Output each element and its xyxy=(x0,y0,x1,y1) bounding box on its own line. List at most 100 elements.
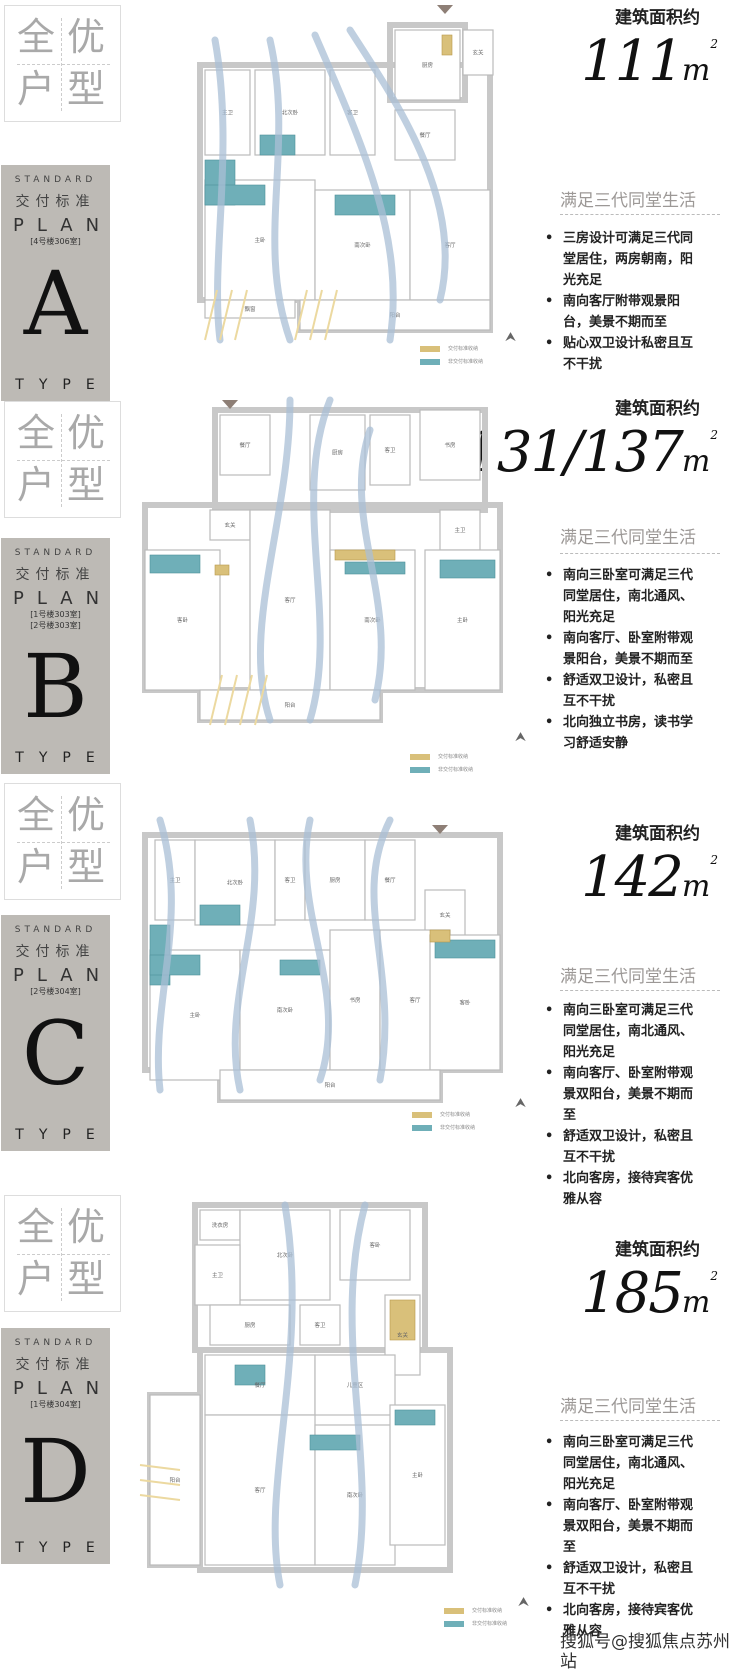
standard-label: STANDARD xyxy=(14,1338,97,1348)
airflow-arrow xyxy=(256,396,294,724)
type-letter: C xyxy=(21,1002,90,1105)
floor-plan: 主卫北次卧客卫厨房餐厅玄关主卧南次卧书房客厅客卧阳台 xyxy=(142,816,503,1103)
area-value: 185m2 xyxy=(581,1266,718,1322)
storage-legend: 交付标准收纳 非交付标准收纳 xyxy=(410,750,473,776)
storage-non-delivered xyxy=(149,954,201,976)
storage-delivered xyxy=(429,929,451,943)
feature-list: 三房设计可满足三代同堂居住，两房朝南，阳光充足南向客厅附带观景阳台，美景不期而至… xyxy=(545,228,710,375)
plan-label: PLAN xyxy=(13,1378,113,1399)
room-label: 客卫 xyxy=(284,876,296,884)
room-label: 客厅 xyxy=(444,241,456,249)
badge-char: 优 xyxy=(67,411,106,455)
delivery-standard-label: 交付标准 xyxy=(15,944,96,960)
floor-plan: 洗衣房北次卧客卧主卫厨房客卫玄关餐厅儿童区客厅南次卧主卧阳台 xyxy=(139,1201,453,1589)
area-number: 131/137 xyxy=(463,420,684,485)
room-label: 餐厅 xyxy=(419,131,431,139)
area-label: 建筑面积约 xyxy=(615,399,700,419)
storage-non-delivered xyxy=(234,1364,266,1386)
airflow-arrow xyxy=(302,816,332,1084)
airflow-arrow xyxy=(271,1201,296,1589)
type-letter: A xyxy=(23,252,88,355)
type-panel: STANDARD 交付标准 PLAN [4号楼306室] A TYPE xyxy=(1,165,110,401)
storage-non-delivered xyxy=(199,904,241,926)
area-value: 131/137m2 xyxy=(463,425,718,481)
north-arrow-icon: ⮝ xyxy=(515,730,527,745)
room xyxy=(204,1414,316,1566)
room-label: 客厅 xyxy=(254,1486,266,1494)
room-label: 南次卧 xyxy=(364,616,381,624)
area-value: 111m2 xyxy=(581,34,718,90)
standard-label: STANDARD xyxy=(14,925,97,935)
room-label: 书房 xyxy=(444,441,456,449)
room-label: 客卫 xyxy=(314,1321,326,1329)
room xyxy=(194,1244,241,1306)
area-label: 建筑面积约 xyxy=(615,8,700,28)
room xyxy=(154,839,196,921)
entrance-marker-icon xyxy=(437,5,453,14)
room-label: 客卧 xyxy=(177,616,189,624)
feature-item: 南向客厅、卧室附带观景阳台，美景不期而至 xyxy=(545,628,695,670)
room-label: 主卧 xyxy=(189,1011,201,1019)
badge-char: 户 xyxy=(17,1257,56,1301)
room-label: 北次卧 xyxy=(282,109,299,117)
type-panel: STANDARD 交付标准 PLAN [1号楼304室] D TYPE xyxy=(1,1328,110,1564)
room xyxy=(409,189,491,301)
badge-full-quality-unit: 全 优 户 型 xyxy=(4,401,121,518)
room-label: 客卧 xyxy=(459,999,471,1007)
area-unit: m xyxy=(681,1285,711,1320)
type-label: TYPE xyxy=(15,750,110,766)
room-label: 厨房 xyxy=(244,1321,256,1329)
room xyxy=(299,1304,341,1346)
feature-item: 三房设计可满足三代同堂居住，两房朝南，阳光充足 xyxy=(545,228,695,291)
room xyxy=(219,414,271,476)
storage-non-delivered xyxy=(149,554,201,574)
feature-list: 南向三卧室可满足三代同堂居住，南北通风、阳光充足南向客厅、卧室附带观景双阳台，美… xyxy=(545,1000,710,1210)
room-label: 玄关 xyxy=(397,1331,409,1339)
room-label: 客卧 xyxy=(369,1241,381,1249)
room xyxy=(329,929,381,1071)
dashed-divider xyxy=(560,553,720,554)
room-label: 北次卧 xyxy=(227,879,244,887)
room-label: 玄关 xyxy=(472,49,484,57)
badge-char: 全 xyxy=(17,793,56,837)
room-label: 主卫 xyxy=(454,526,466,534)
storage-non-delivered xyxy=(204,184,266,206)
area-unit: m xyxy=(681,53,711,88)
feature-heading: 满足三代同堂生活 xyxy=(560,1397,696,1417)
airflow-arrow xyxy=(346,26,449,304)
badge-char: 全 xyxy=(17,1205,56,1249)
badge-char: 型 xyxy=(67,1257,106,1301)
storage-non-delivered xyxy=(279,959,321,976)
area-label: 建筑面积约 xyxy=(615,824,700,844)
unit-reference: [2号楼303室] xyxy=(30,621,81,630)
type-label: TYPE xyxy=(15,1127,110,1143)
badge-char: 优 xyxy=(67,793,106,837)
feature-list: 南向三卧室可满足三代同堂居住，南北通风、阳光充足南向客厅、卧室附带观景双阳台，美… xyxy=(545,1432,710,1642)
storage-delivered xyxy=(214,564,230,576)
delivery-standard-label: 交付标准 xyxy=(15,1357,96,1373)
legend-swatch-teal xyxy=(412,1124,432,1131)
sunlight-arrow xyxy=(239,674,253,726)
room-label: 餐厅 xyxy=(384,876,396,884)
room-label: 北次卧 xyxy=(277,1251,294,1259)
standard-label: STANDARD xyxy=(14,548,97,558)
airflow-arrow xyxy=(311,31,397,344)
legend-label: 交付标准收纳 xyxy=(448,346,479,352)
room xyxy=(199,1209,241,1241)
feature-item: 北向客房，接待宾客优雅从容 xyxy=(545,1600,695,1642)
divider xyxy=(17,64,110,65)
unit-reference: [4号楼306室] xyxy=(30,237,81,246)
room xyxy=(389,1404,446,1546)
north-arrow-icon: ⮝ xyxy=(518,1595,530,1610)
room-label: 阳台 xyxy=(324,1081,336,1089)
feature-item: 北向独立书房，读书学习舒适安静 xyxy=(545,712,695,754)
feature-item: 南向客厅、卧室附带观景双阳台，美景不期而至 xyxy=(545,1495,695,1558)
room-label: 飘窗 xyxy=(244,305,256,313)
room xyxy=(274,839,306,921)
airflow-arrow xyxy=(231,816,259,1094)
badge-char: 全 xyxy=(17,411,56,455)
area-number: 185 xyxy=(581,1261,684,1326)
north-arrow-icon: ⮝ xyxy=(515,1096,527,1111)
badge-char: 型 xyxy=(67,67,106,111)
badge-char: 户 xyxy=(17,67,56,111)
